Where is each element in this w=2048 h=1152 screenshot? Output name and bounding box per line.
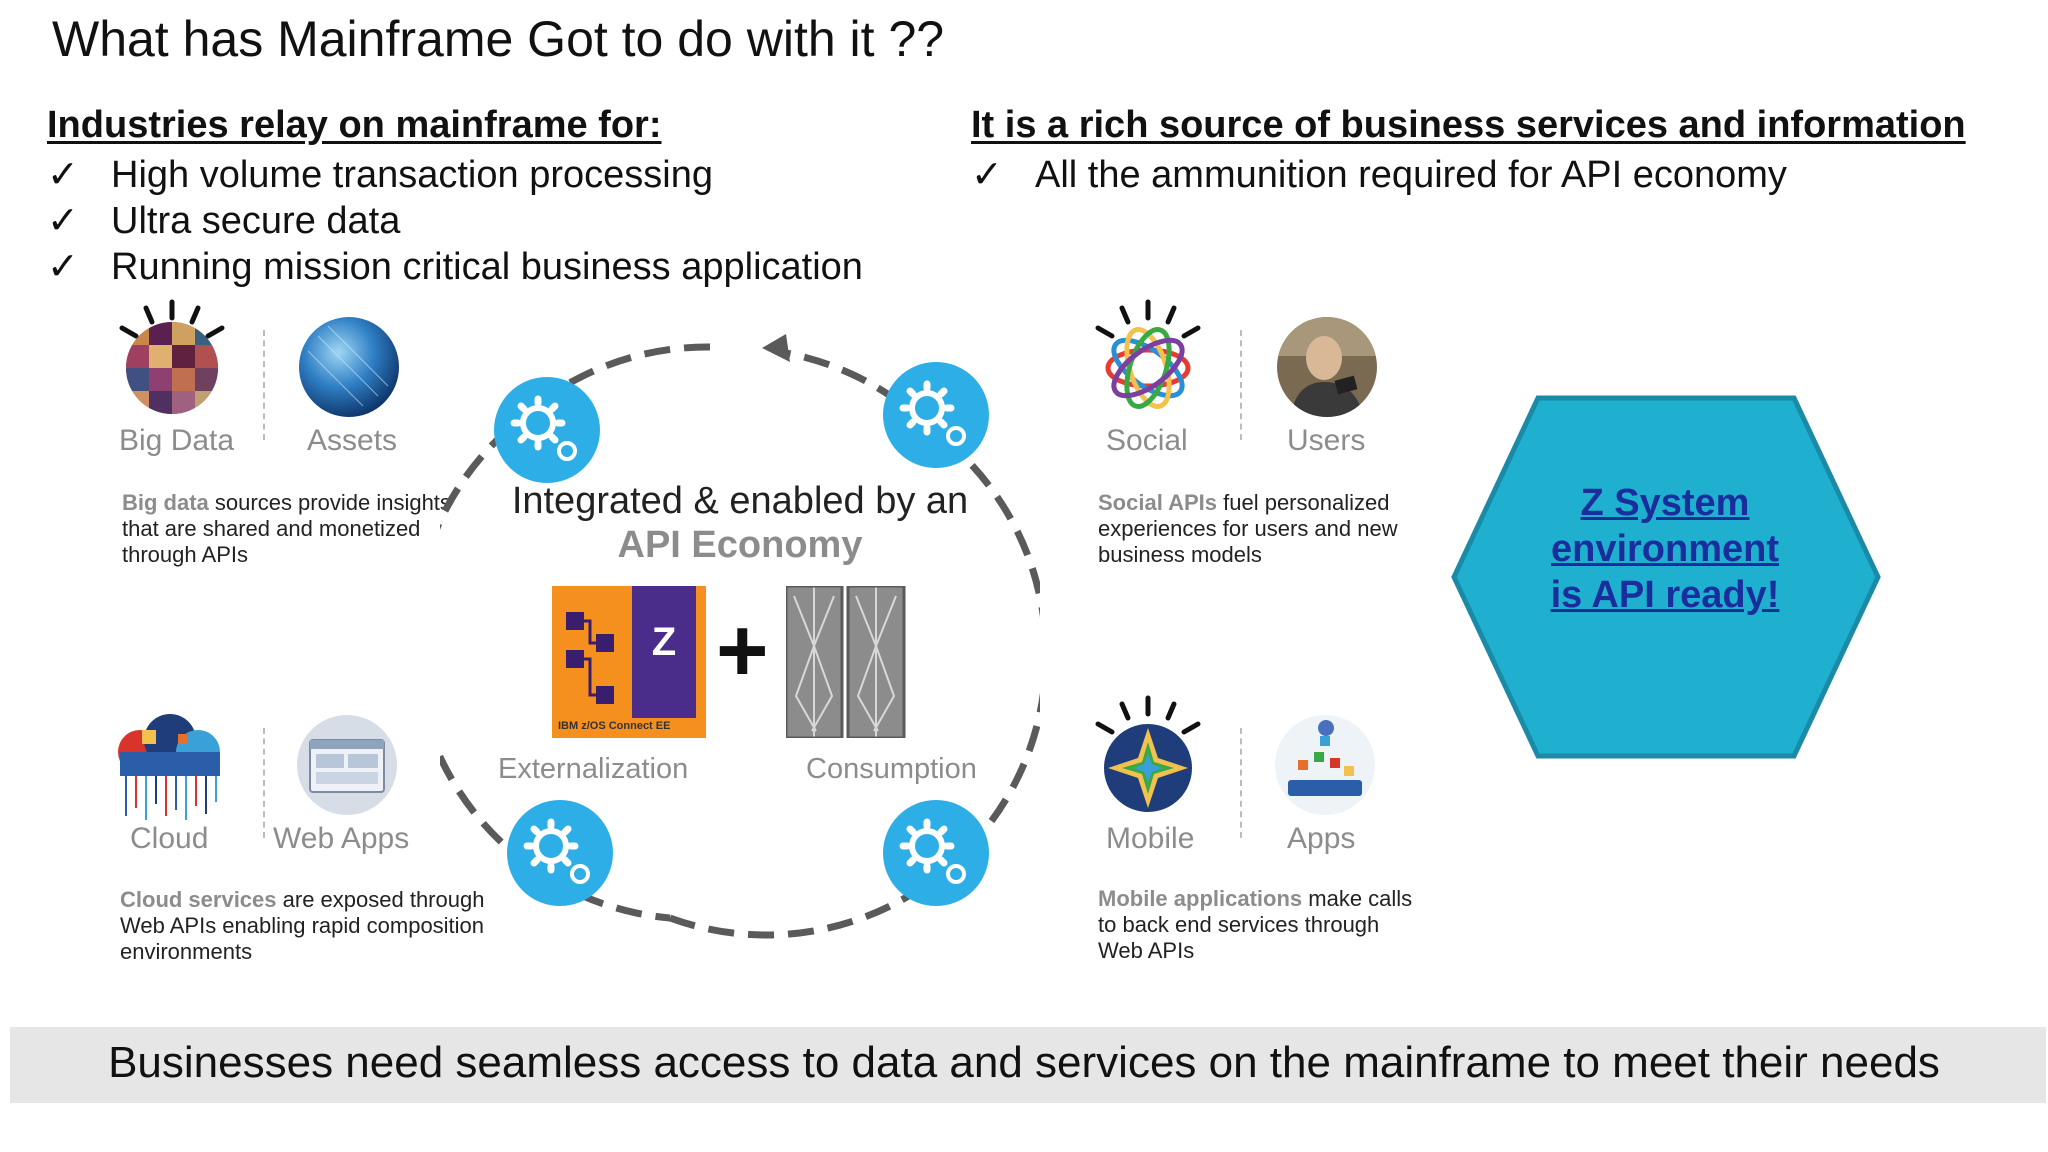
apps-icon	[1275, 715, 1375, 815]
check-icon: ✓	[47, 244, 79, 288]
center-title: Integrated & enabled by an	[511, 480, 969, 522]
cloud-icon	[118, 714, 220, 820]
externalization-label: Externalization	[498, 753, 689, 785]
tile-label-mobile: Mobile	[1106, 822, 1195, 855]
check-icon: ✓	[971, 152, 1003, 196]
right-item-1: ✓All the ammunition required for API eco…	[971, 152, 1787, 196]
center-subtitle: API Economy	[617, 524, 863, 566]
gear-icon	[507, 800, 613, 906]
web-apps-icon	[297, 715, 397, 815]
zos-connect-label: IBM z/OS Connect EE	[558, 720, 671, 732]
check-icon: ✓	[47, 152, 79, 196]
right-heading: It is a rich source of business services…	[971, 104, 1966, 146]
left-item-1: ✓High volume transaction processing	[47, 152, 713, 196]
tile-label-big-data: Big Data	[119, 424, 235, 457]
left-item-3: ✓Running mission critical business appli…	[47, 244, 863, 288]
plus-sign: +	[716, 601, 769, 701]
flow-diagram-icon	[566, 612, 614, 704]
gear-icon	[883, 362, 989, 468]
big-data-description: Big data sources provide insights that a…	[122, 490, 451, 567]
left-item-2: ✓Ultra secure data	[47, 198, 401, 242]
mobile-description: Mobile applications make calls to back e…	[1098, 886, 1413, 963]
divider	[1240, 330, 1242, 440]
gear-icon	[494, 377, 600, 483]
mainframe-icon	[786, 586, 906, 738]
z-system-hexagon	[1451, 395, 1881, 759]
page-title: What has Mainframe Got to do with it ??	[52, 11, 945, 67]
tile-label-apps: Apps	[1287, 822, 1356, 855]
check-icon: ✓	[47, 198, 79, 242]
tile-label-web-apps: Web Apps	[273, 822, 410, 855]
social-description: Social APIs fuel personalized experience…	[1098, 490, 1398, 567]
gear-icon	[883, 800, 989, 906]
divider	[263, 330, 265, 440]
tile-label-cloud: Cloud	[130, 822, 209, 855]
divider	[263, 728, 265, 838]
social-icon	[1095, 299, 1201, 409]
assets-icon	[299, 317, 399, 417]
users-icon	[1277, 317, 1377, 417]
tile-label-users: Users	[1287, 424, 1366, 457]
consumption-label: Consumption	[806, 753, 977, 785]
footer-banner	[10, 1027, 2046, 1103]
divider	[1240, 728, 1242, 838]
footer-text: Businesses need seamless access to data …	[108, 1038, 1940, 1087]
hexagon-text: Z System environment is API ready!	[1550, 482, 1780, 616]
zos-connect-logo: Z IBM z/OS Connect EE	[552, 586, 706, 738]
big-data-icon	[119, 299, 225, 414]
tile-label-social: Social	[1106, 424, 1188, 457]
tile-label-assets: Assets	[307, 424, 398, 457]
cloud-description: Cloud services are exposed through Web A…	[120, 887, 485, 964]
mobile-icon	[1095, 695, 1201, 812]
left-heading: Industries relay on mainframe for:	[47, 104, 662, 146]
zos-connect-letter: Z	[651, 620, 677, 664]
